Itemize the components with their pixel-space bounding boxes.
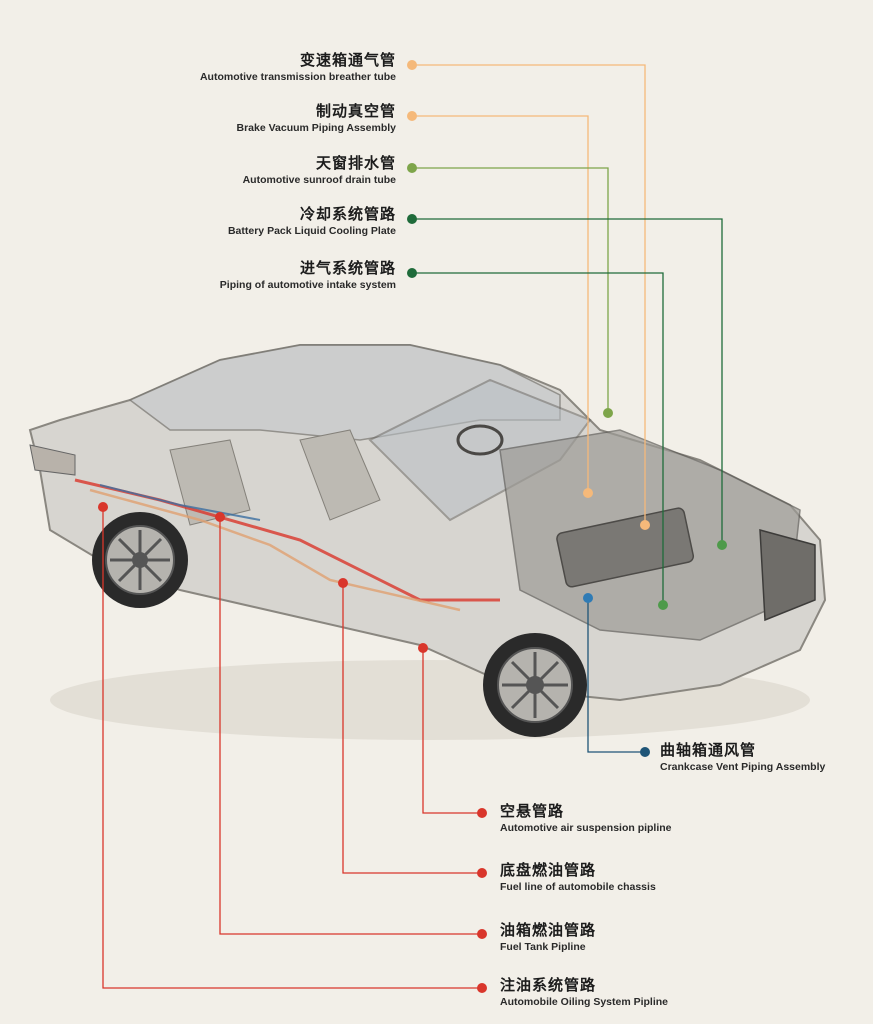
leader-chassis-fuel xyxy=(342,583,482,874)
dot-chassis-fuel-label xyxy=(477,868,487,878)
dot-transmission-part xyxy=(640,520,650,530)
dot-air-suspension-part xyxy=(418,643,428,653)
dot-cooling-label xyxy=(407,214,417,224)
dot-transmission-label xyxy=(407,60,417,70)
label-en: Fuel line of automobile chassis xyxy=(500,881,656,894)
dot-sunroof-label xyxy=(407,163,417,173)
endpoint-dots xyxy=(98,60,727,993)
label-zh: 冷却系统管路 xyxy=(299,205,396,223)
dot-crankcase-part xyxy=(583,593,593,603)
label-en: Battery Pack Liquid Cooling Plate xyxy=(227,225,396,238)
front-grille xyxy=(759,529,816,622)
label-crankcase-vent: 曲轴箱通风管 Crankcase Vent Piping Assembly xyxy=(660,741,826,774)
dot-chassis-fuel-part xyxy=(338,578,348,588)
label-zh: 变速箱通气管 xyxy=(299,51,396,69)
label-zh: 油箱燃油管路 xyxy=(500,921,597,939)
front-seat xyxy=(299,429,381,521)
leader-intake xyxy=(412,272,664,605)
rear-wheel xyxy=(92,512,188,608)
leader-brake-vacuum xyxy=(412,115,589,493)
label-en: Automotive sunroof drain tube xyxy=(242,174,396,187)
label-zh: 注油系统管路 xyxy=(500,976,597,994)
dot-oiling-label xyxy=(477,983,487,993)
car-illustration xyxy=(28,344,827,740)
dot-brake-label xyxy=(407,111,417,121)
leader-transmission xyxy=(412,64,646,525)
leader-oiling xyxy=(102,507,482,989)
dot-crankcase-label xyxy=(640,747,650,757)
label-brake-vacuum: 制动真空管 Brake Vacuum Piping Assembly xyxy=(236,102,396,135)
dot-brake-part xyxy=(583,488,593,498)
label-zh: 空悬管路 xyxy=(500,802,565,820)
rear-seat xyxy=(169,439,251,526)
blue-pipe xyxy=(99,484,261,521)
label-intake-system: 进气系统管路 Piping of automotive intake syste… xyxy=(219,259,396,292)
label-en: Crankcase Vent Piping Assembly xyxy=(660,761,826,774)
label-zh: 制动真空管 xyxy=(315,102,396,120)
label-en: Automotive transmission breather tube xyxy=(199,71,396,84)
label-cooling-system: 冷却系统管路 Battery Pack Liquid Cooling Plate xyxy=(227,205,396,238)
leader-cooling xyxy=(412,218,723,545)
label-en: Fuel Tank Pipline xyxy=(500,941,586,954)
label-oiling-system: 注油系统管路 Automobile Oiling System Pipline xyxy=(500,976,669,1009)
dot-sunroof-part xyxy=(603,408,613,418)
label-zh: 底盘燃油管路 xyxy=(500,861,597,879)
leader-lines xyxy=(102,64,723,989)
leader-fuel-tank xyxy=(219,517,482,935)
label-transmission-breather: 变速箱通气管 Automotive transmission breather … xyxy=(199,51,396,84)
engine-block xyxy=(556,507,695,588)
leader-crankcase xyxy=(587,598,645,753)
dot-intake-label xyxy=(407,268,417,278)
steering-wheel xyxy=(456,424,504,456)
label-zh: 进气系统管路 xyxy=(299,259,396,277)
dot-air-suspension-label xyxy=(477,808,487,818)
label-sunroof-drain: 天窗排水管 Automotive sunroof drain tube xyxy=(242,154,396,187)
fuel-return-pipe xyxy=(89,488,461,612)
label-chassis-fuel: 底盘燃油管路 Fuel line of automobile chassis xyxy=(500,861,656,894)
dot-oiling-part xyxy=(98,502,108,512)
label-zh: 天窗排水管 xyxy=(315,154,396,172)
front-wheel xyxy=(483,633,587,737)
dot-fuel-tank-label xyxy=(477,929,487,939)
dot-cooling-part xyxy=(717,540,727,550)
label-en: Automobile Oiling System Pipline xyxy=(500,996,669,1009)
rear-light xyxy=(29,444,76,476)
dot-fuel-tank-part xyxy=(215,512,225,522)
label-zh: 曲轴箱通风管 xyxy=(660,741,757,759)
label-en: Brake Vacuum Piping Assembly xyxy=(236,122,396,135)
leader-sunroof xyxy=(412,167,609,413)
label-en: Automotive air suspension pipline xyxy=(500,822,672,835)
dot-intake-part xyxy=(658,600,668,610)
label-fuel-tank: 油箱燃油管路 Fuel Tank Pipline xyxy=(500,921,597,954)
leader-air-suspension xyxy=(422,648,482,814)
label-en: Piping of automotive intake system xyxy=(219,279,396,292)
label-air-suspension: 空悬管路 Automotive air suspension pipline xyxy=(500,802,672,835)
